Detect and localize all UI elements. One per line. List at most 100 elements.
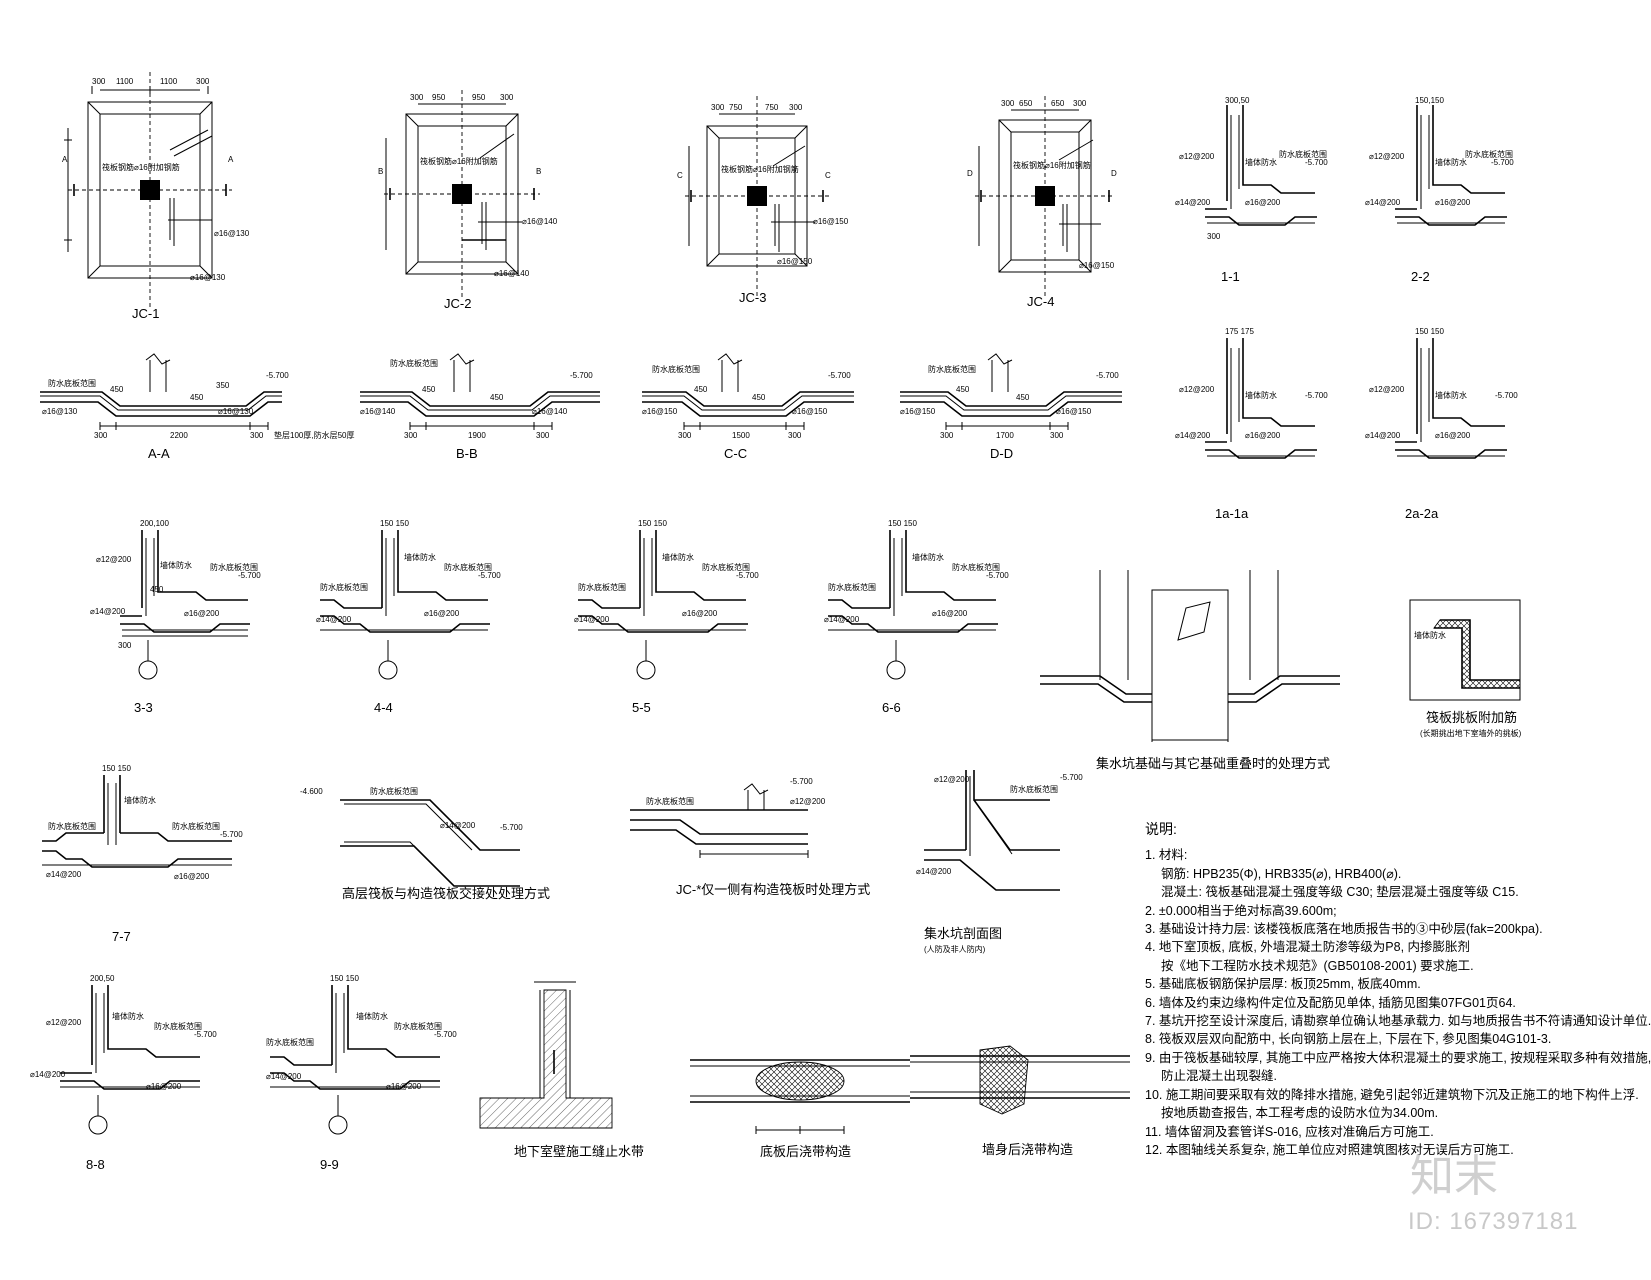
plan-caption: JC-4 <box>1027 294 1054 309</box>
note-line: 按《地下工程防水技术规范》(GB50108-2001) 要求施工. <box>1161 958 1474 973</box>
section-caption: D-D <box>990 446 1013 461</box>
note-line: 11. 墙体留洞及套管详S-016, 应核对准确后方可施工. <box>1145 1124 1434 1139</box>
elevation: -5.700 <box>828 371 851 380</box>
bar-label: ⌀14@200 <box>46 870 82 879</box>
section-8-8: 200,50 ⌀12@200 ⌀14@200 ⌀16@200 墙体防水 防水底板… <box>30 974 217 1172</box>
notes-title: 说明: <box>1145 821 1177 837</box>
dim-label: 150 150 <box>380 519 409 528</box>
section-3-3: 200,100 ⌀12@200 ⌀14@200 ⌀16@200 墙体防水 防水底… <box>90 519 261 715</box>
dim-label: 300 <box>92 77 106 86</box>
detail-caption: 地下室壁施工缝止水带 <box>514 1144 644 1159</box>
label: 防水底板范围 <box>48 821 96 831</box>
bar-label: ⌀16@200 <box>424 609 460 618</box>
bar-label: ⌀16@130 <box>190 273 226 282</box>
section-mark: D <box>1111 169 1117 178</box>
note-line: 8. 筏板双层双向配筋中, 长向钢筋上层在上, 下层在下, 参见图集04G101… <box>1145 1032 1552 1047</box>
dim-label: 950 <box>472 93 486 102</box>
bar-note: 筏板钢筋⌀16附加钢筋 <box>1013 160 1091 170</box>
post-cast-strip <box>979 1045 1029 1115</box>
bar-label: ⌀14@200 <box>916 867 952 876</box>
section-mark: A <box>228 155 234 164</box>
note-line: 9. 由于筏板基础较厚, 其施工中应严格按大体积混凝土的要求施工, 按规程采取多… <box>1145 1050 1651 1065</box>
bar-label: ⌀12@200 <box>790 797 826 806</box>
plan-jc-3: 300 750 750 300 筏板钢筋⌀16附加钢筋 ⌀16@150 ⌀16@… <box>677 96 849 305</box>
bar-note: 筏板钢筋⌀16附加钢筋 <box>721 164 799 174</box>
elevation: -5.700 <box>1305 391 1328 400</box>
section-caption: 3-3 <box>134 700 153 715</box>
wall-section <box>479 989 613 1129</box>
section-c-c: 防水底板范围 -5.700 450 450 ⌀16@150 ⌀16@150 30… <box>642 353 854 461</box>
axis-bubble <box>886 660 906 680</box>
section-2-2: 150,150 ⌀12@200 ⌀14@200 ⌀16@200 墙体防水 防水底… <box>1365 96 1514 284</box>
dim-label: 1700 <box>996 431 1014 440</box>
bar-label: ⌀16@150 <box>900 407 936 416</box>
watermark-logo: 知末 <box>1410 1152 1498 1201</box>
bar-label: ⌀14@200 <box>1365 431 1401 440</box>
elevation: -5.700 <box>194 1030 217 1039</box>
label: 防水底板范围 <box>1279 149 1327 159</box>
notes-list: 1. 材料:钢筋: HPB235(Φ), HRB335(⌀), HRB400(⌀… <box>1145 846 1651 1159</box>
bar-label: ⌀16@200 <box>682 609 718 618</box>
section-mark: D <box>967 169 973 178</box>
bar-label: ⌀14@200 <box>266 1072 302 1081</box>
dim-label: 200,100 <box>140 519 169 528</box>
dim-label: 150,150 <box>1415 96 1444 105</box>
dim-label: 1900 <box>468 431 486 440</box>
detail-note: (人防及非人防内) <box>924 944 986 954</box>
watermark-id: ID: 167397181 <box>1408 1208 1579 1235</box>
pit-section-detail: ⌀12@200 防水底板范围 -5.700 ⌀14@200 集水坑剖面图 (人防… <box>916 770 1083 954</box>
detail-frame <box>1409 599 1521 701</box>
bar-label: ⌀16@130 <box>42 407 78 416</box>
label: 墙体防水 <box>1245 157 1277 167</box>
section-caption: 2-2 <box>1411 269 1430 284</box>
elevation: -5.700 <box>266 371 289 380</box>
section-d-d: 防水底板范围 -5.700 450 450 ⌀16@150 ⌀16@150 30… <box>900 353 1122 461</box>
section-mark: C <box>825 171 831 180</box>
dim-label: 300 <box>1207 232 1221 241</box>
label: 防水底板范围 <box>48 378 96 388</box>
label: 墙体防水 <box>1245 390 1277 400</box>
bar-label: ⌀14@200 <box>1365 198 1401 207</box>
section-4-4: 150 150 防水底板范围 ⌀14@200 ⌀16@200 墙体防水 防水底板… <box>316 519 501 715</box>
label: 防水底板范围 <box>266 1037 314 1047</box>
dim-label: 350 <box>216 381 230 390</box>
detail-caption: JC-*仅一侧有构造筏板时处理方式 <box>676 882 870 897</box>
bar-label: ⌀16@140 <box>532 407 568 416</box>
raft-edge-detail: 墙体防水 筏板挑板附加筋 (长期挑出地下室墙外的挑板) <box>1409 599 1522 738</box>
label: 防水底板范围 <box>646 796 694 806</box>
pit-outline <box>1151 589 1229 741</box>
dim-label: 650 <box>1019 99 1033 108</box>
section-caption: C-C <box>724 446 747 461</box>
elevation: -5.700 <box>1060 773 1083 782</box>
dim-label: 950 <box>432 93 446 102</box>
bar-label: ⌀12@200 <box>1179 385 1215 394</box>
bar-label: ⌀16@150 <box>813 217 849 226</box>
bar-label: ⌀14@200 <box>574 615 610 624</box>
section-6-6: 150 150 防水底板范围 ⌀14@200 ⌀16@200 墙体防水 防水底板… <box>824 519 1009 715</box>
section-5-5: 150 150 防水底板范围 ⌀14@200 ⌀16@200 墙体防水 防水底板… <box>574 519 759 715</box>
section-caption: 4-4 <box>374 700 393 715</box>
bar-label: ⌀12@200 <box>1369 385 1405 394</box>
label: 墙体防水 <box>662 552 694 562</box>
label: 墙体防水 <box>912 552 944 562</box>
bar-label: ⌀16@130 <box>218 407 254 416</box>
section-mark: B <box>536 167 541 176</box>
dim-label: 300 <box>1001 99 1015 108</box>
section-mark: B <box>378 167 383 176</box>
dim-label: 300 <box>940 431 954 440</box>
label: 防水底板范围 <box>1465 149 1513 159</box>
label: 防水底板范围 <box>928 364 976 374</box>
label: 防水底板范围 <box>210 562 258 572</box>
high-low-raft-detail: -4.600 -5.700 ⌀14@200 防水底板范围 高层筏板与构造筏板交接… <box>300 786 550 901</box>
section-caption: 7-7 <box>112 929 131 944</box>
dim-label: 300 <box>404 431 418 440</box>
label: 墙体防水 <box>112 1011 144 1021</box>
label: 防水底板范围 <box>828 582 876 592</box>
detail-caption: 底板后浇带构造 <box>760 1144 851 1159</box>
bar-note: 筏板钢筋⌀16附加钢筋 <box>420 156 498 166</box>
dim-label: 150 150 <box>102 764 131 773</box>
elevation: -5.700 <box>478 571 501 580</box>
bar-label: ⌀14@200 <box>90 607 126 616</box>
section-mark: A <box>62 155 68 164</box>
detail-note: (长期挑出地下室墙外的挑板) <box>1420 728 1522 738</box>
